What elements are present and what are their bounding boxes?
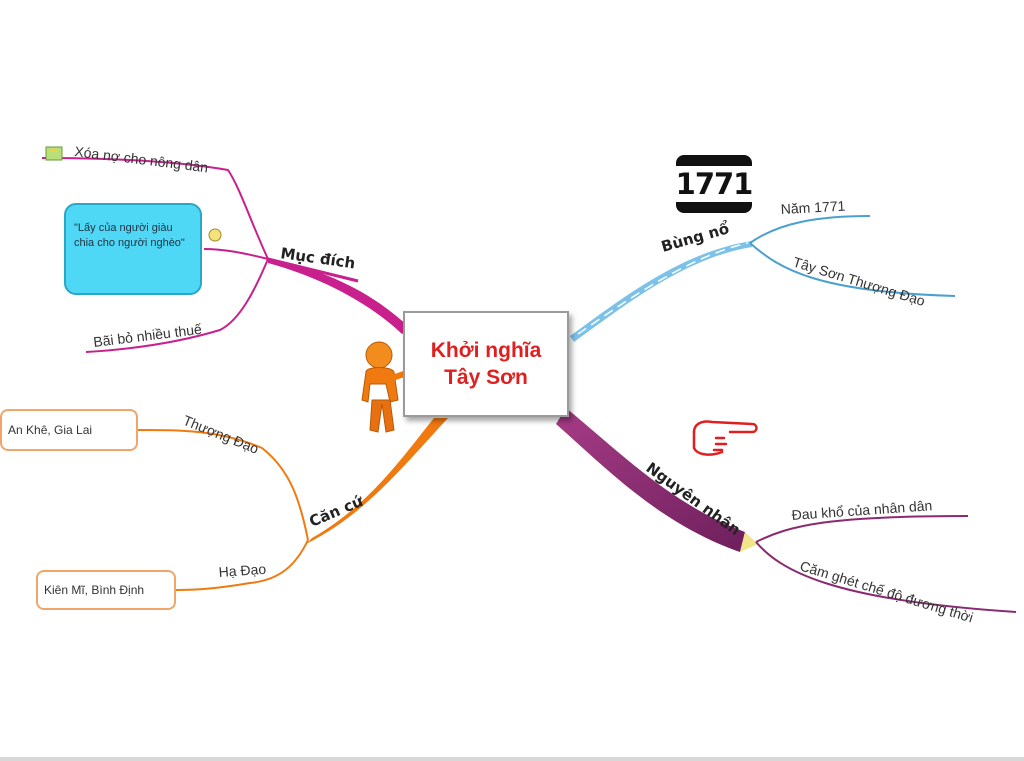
purpose-item-1: Xóa nợ cho nông dân (74, 143, 209, 175)
outbreak-sub-1 (749, 215, 871, 244)
base-lower-label: Hạ Đạo (218, 561, 267, 580)
base-sub-upper (137, 429, 309, 541)
base-lower-box: Kiên Mĩ, Bình Định (36, 570, 176, 610)
outbreak-item-1: Năm 1771 (780, 198, 846, 217)
outbreak-dash (577, 242, 749, 335)
central-topic[interactable]: Khởi nghĩa Tây Sơn (403, 311, 569, 417)
cause-main-branch (556, 408, 745, 552)
cause-pencil-tip (740, 532, 758, 552)
outbreak-main-branch (570, 241, 752, 342)
bottom-divider (0, 757, 1024, 761)
cause-sub-2 (755, 541, 1017, 613)
cause-sub-1 (755, 515, 969, 543)
purpose-main-branch (268, 259, 410, 334)
central-topic-line-1: Khởi nghĩa (430, 339, 542, 362)
purpose-sub-3 (85, 258, 269, 353)
base-upper-label: Thượng Đạo (181, 412, 261, 457)
purpose-sub-2 (203, 248, 269, 260)
outbreak-item-2: Tây Sơn Thượng Đạo (791, 254, 927, 309)
year-badge-text: 1771 (670, 166, 758, 202)
purpose-underline (267, 257, 359, 283)
purpose-sub-1 (41, 157, 269, 260)
outbreak-sub-2 (749, 242, 956, 297)
pointing-hand-icon (692, 420, 758, 456)
base-upper-box: An Khê, Gia Lai (0, 409, 138, 451)
base-main-branch (306, 418, 448, 544)
purpose-callout: "Lấy của người giàu chia cho người nghèo… (64, 203, 202, 295)
year-badge: 1771 (670, 155, 758, 213)
note-icon (45, 146, 63, 161)
central-topic-line-2: Tây Sơn (444, 366, 528, 389)
idea-icon (208, 228, 222, 242)
base-sub-lower (175, 539, 309, 591)
cause-item-2: Căm ghét chế độ đương thời (798, 558, 975, 626)
